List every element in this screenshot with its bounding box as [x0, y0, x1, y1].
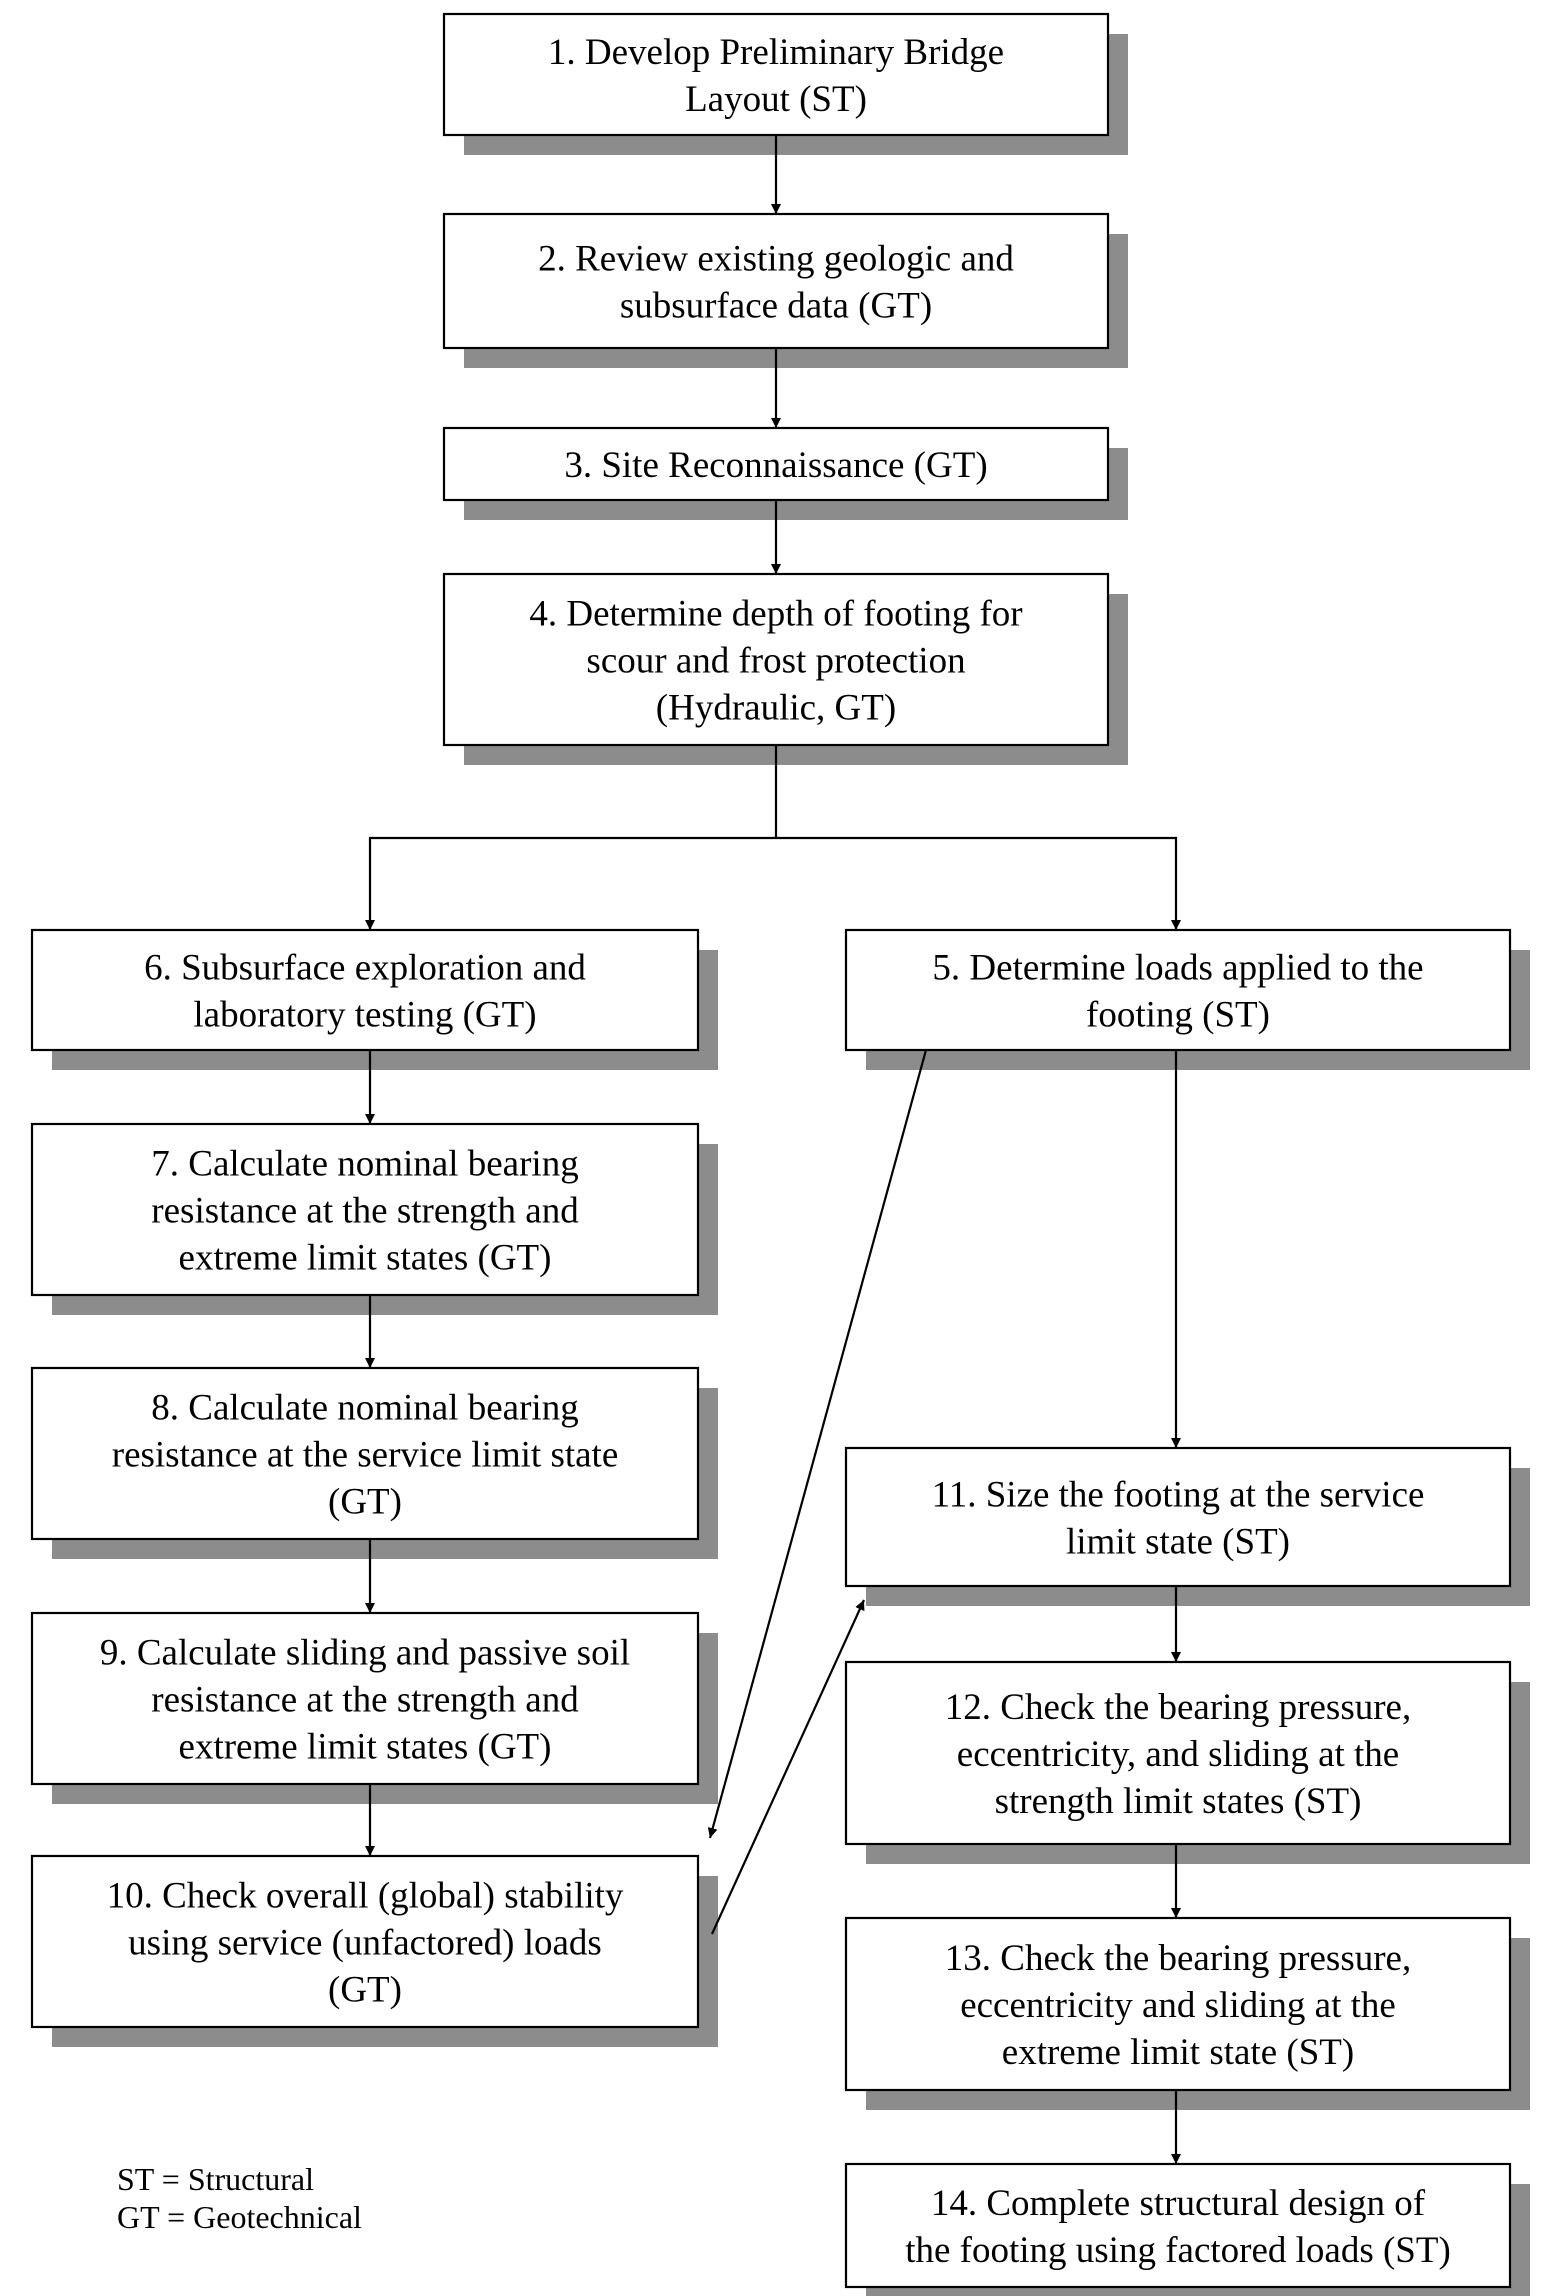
step-label-s4-line-1: 4. Determine depth of footing for [529, 594, 1022, 635]
step-box-frame-s1 [442, 12, 1110, 137]
step-box-s4: 4. Determine depth of footing for scour a… [442, 572, 1110, 747]
step-label-s12-line-3: strength limit states (ST) [995, 1781, 1362, 1822]
arrow-5-to-10 [707, 1049, 928, 1839]
step-label-s10-line-3: (GT) [328, 1970, 402, 2011]
step-box-frame-s13 [844, 1916, 1512, 2092]
step-box-s10: 10. Check overall (global) stability usin… [30, 1854, 700, 2029]
step-label-s12-line-1: 12. Check the bearing pressure, [945, 1687, 1411, 1728]
step-box-frame-s2 [442, 212, 1110, 350]
step-label-s2-line-1: 2. Review existing geologic and [538, 239, 1014, 280]
step-label-s12-line-2: eccentricity, and sliding at the [957, 1734, 1399, 1775]
step-label-s6-line-2: laboratory testing (GT) [193, 995, 536, 1036]
step-box-frame-s3 [442, 426, 1110, 502]
arrow-4-to-5 [776, 836, 1181, 930]
step-label-s1-line-2: Layout (ST) [685, 79, 867, 120]
step-box-s14: 14. Complete structural design of the foo… [844, 2162, 1512, 2289]
step-box-frame-s7 [30, 1122, 700, 1297]
step-label-s7-line-2: resistance at the strength and [151, 1191, 579, 1232]
step-label-s7-line-3: extreme limit states (GT) [179, 1238, 552, 1279]
step-label-s9-line-3: extreme limit states (GT) [179, 1727, 552, 1768]
step-label-s13-line-2: eccentricity and sliding at the [960, 1985, 1396, 2026]
step-box-s2: 2. Review existing geologic and subsurfac… [442, 212, 1110, 350]
step-box-frame-s10 [30, 1854, 700, 2029]
step-box-s5: 5. Determine loads applied to the footing… [844, 928, 1512, 1052]
legend: ST = Structural GT = Geotechnical [117, 2161, 362, 2235]
step-box-frame-s9 [30, 1611, 700, 1786]
step-label-s5-line-2: footing (ST) [1086, 995, 1270, 1036]
step-label-s4-line-3: (Hydraulic, GT) [656, 688, 896, 729]
step-box-frame-s12 [844, 1660, 1512, 1846]
step-box-frame-s11 [844, 1446, 1512, 1588]
step-box-s13: 13. Check the bearing pressure, eccentric… [844, 1916, 1512, 2092]
step-box-s3: 3. Site Reconnaissance (GT) [442, 426, 1110, 502]
step-box-s6: 6. Subsurface exploration and laboratory … [30, 928, 700, 1052]
step-label-s14-line-1: 14. Complete structural design of [931, 2183, 1426, 2224]
step-box-frame-s14 [844, 2162, 1512, 2289]
connectors [365, 135, 1181, 2164]
step-label-s13-line-3: extreme limit state (ST) [1002, 2032, 1354, 2073]
step-box-s9: 9. Calculate sliding and passive soil res… [30, 1611, 700, 1786]
step-box-frame-s5 [844, 928, 1512, 1052]
step-label-s5-line-1: 5. Determine loads applied to the [932, 948, 1423, 989]
step-box-frame-s4 [442, 572, 1110, 747]
step-label-s2-line-2: subsurface data (GT) [620, 286, 932, 327]
step-box-frame-s6 [30, 928, 700, 1052]
step-label-s6-line-1: 6. Subsurface exploration and [144, 948, 586, 989]
arrow-4-to-6 [365, 836, 776, 930]
legend-geotechnical: GT = Geotechnical [117, 2199, 362, 2235]
step-label-s8-line-1: 8. Calculate nominal bearing [151, 1388, 578, 1429]
step-box-s8: 8. Calculate nominal bearing resistance a… [30, 1366, 700, 1541]
step-label-s14-line-2: the footing using factored loads (ST) [905, 2230, 1451, 2271]
step-label-s9-line-1: 9. Calculate sliding and passive soil [100, 1633, 630, 1674]
step-box-frame-s8 [30, 1366, 700, 1541]
step-box-s12: 12. Check the bearing pressure, eccentric… [844, 1660, 1512, 1846]
step-label-s3-line-1: 3. Site Reconnaissance (GT) [564, 445, 987, 486]
step-box-s11: 11. Size the footing at the service limit… [844, 1446, 1512, 1588]
step-label-s11-line-1: 11. Size the footing at the service [932, 1475, 1425, 1516]
step-label-s7-line-1: 7. Calculate nominal bearing [151, 1144, 578, 1185]
step-box-s7: 7. Calculate nominal bearing resistance a… [30, 1122, 700, 1297]
step-label-s10-line-2: using service (unfactored) loads [128, 1923, 602, 1964]
step-label-s11-line-2: limit state (ST) [1066, 1522, 1290, 1563]
step-label-s8-line-3: (GT) [328, 1482, 402, 1523]
step-label-s13-line-1: 13. Check the bearing pressure, [945, 1938, 1411, 1979]
legend-structural: ST = Structural [117, 2161, 314, 2197]
step-label-s9-line-2: resistance at the strength and [151, 1680, 579, 1721]
step-label-s1-line-1: 1. Develop Preliminary Bridge [548, 32, 1004, 73]
step-label-s8-line-2: resistance at the service limit state [112, 1435, 619, 1476]
step-label-s10-line-1: 10. Check overall (global) stability [107, 1876, 624, 1917]
arrow-10-to-11 [710, 1599, 866, 1935]
step-label-s4-line-2: scour and frost protection [586, 641, 965, 682]
